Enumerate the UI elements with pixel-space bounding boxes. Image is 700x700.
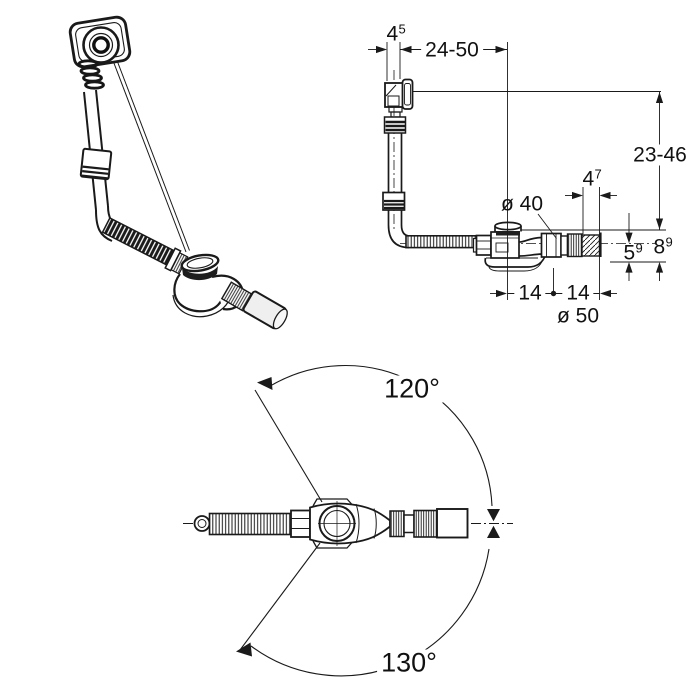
- drain-valve-side: [472, 221, 547, 272]
- dim-dia-40: ø 40: [500, 192, 544, 216]
- dim-14-right: 14: [562, 282, 594, 304]
- dim-89: 89: [653, 234, 673, 259]
- corrugated-hose: [101, 216, 189, 275]
- angle-120: 120°: [380, 375, 444, 403]
- overflow-pipe: [79, 89, 121, 242]
- overflow-fitting-side: [383, 78, 414, 134]
- dim-45: 45: [386, 21, 406, 46]
- pivot-marker: [487, 509, 500, 538]
- dim-23-46: 23-46: [629, 144, 691, 166]
- dim-59: 59: [623, 240, 643, 265]
- overflow-flange: [68, 15, 132, 69]
- overflow-neck: [77, 59, 105, 90]
- isometric-view: [68, 15, 288, 330]
- dim-dia-50: ø 50: [556, 304, 600, 328]
- overflow-pipe-side: [382, 133, 478, 249]
- outlet-connector-iso: [220, 281, 288, 330]
- outlet-connector-top: [389, 508, 469, 539]
- top-view-drawing: [183, 365, 513, 677]
- overflow-hose-top: [193, 509, 311, 538]
- side-view-drawing: [368, 42, 666, 300]
- outlet-connector-side: [540, 232, 602, 258]
- dim-14-left: 14: [514, 282, 546, 304]
- dim-47: 47: [582, 166, 602, 191]
- dim-24-50: 24-50: [421, 39, 483, 61]
- angle-130: 130°: [377, 649, 441, 677]
- bowden-cable: [111, 56, 190, 253]
- drain-valve-top: [309, 498, 391, 549]
